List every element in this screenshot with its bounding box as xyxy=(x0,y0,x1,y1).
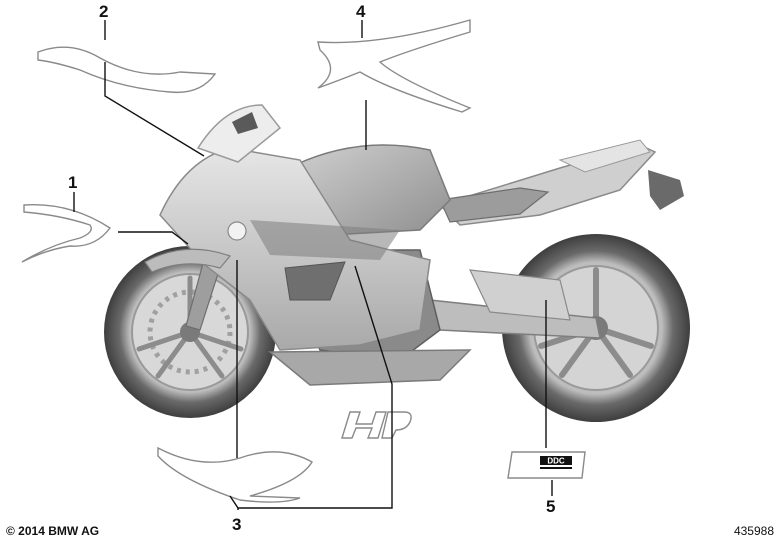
decal-1-shape xyxy=(21,203,112,263)
decal-5-shape xyxy=(507,451,586,479)
decals xyxy=(21,19,586,503)
decal-hp-logo xyxy=(341,411,412,439)
decal-4-shape xyxy=(317,19,472,113)
callouts: 1 2 3 4 5 xyxy=(68,2,555,534)
copyright-text: © 2014 BMW AG xyxy=(6,524,100,538)
decal-3-shape xyxy=(157,446,313,503)
callout-2: 2 xyxy=(99,2,108,21)
fairing xyxy=(159,147,431,351)
decal-2-shape xyxy=(37,46,217,94)
image-number: 435988 xyxy=(733,524,774,538)
callout-3: 3 xyxy=(232,515,241,534)
callout-4: 4 xyxy=(356,2,366,21)
front-wheel xyxy=(104,246,276,418)
callout-5: 5 xyxy=(546,497,555,516)
fairing-marker xyxy=(227,221,247,241)
decal-ddc-text: DDC xyxy=(547,457,565,466)
callout-1: 1 xyxy=(68,173,77,192)
leader-lines xyxy=(73,20,553,510)
decal-ddc-badge: DDC xyxy=(540,456,572,469)
motorcycle-illustration xyxy=(104,104,690,422)
